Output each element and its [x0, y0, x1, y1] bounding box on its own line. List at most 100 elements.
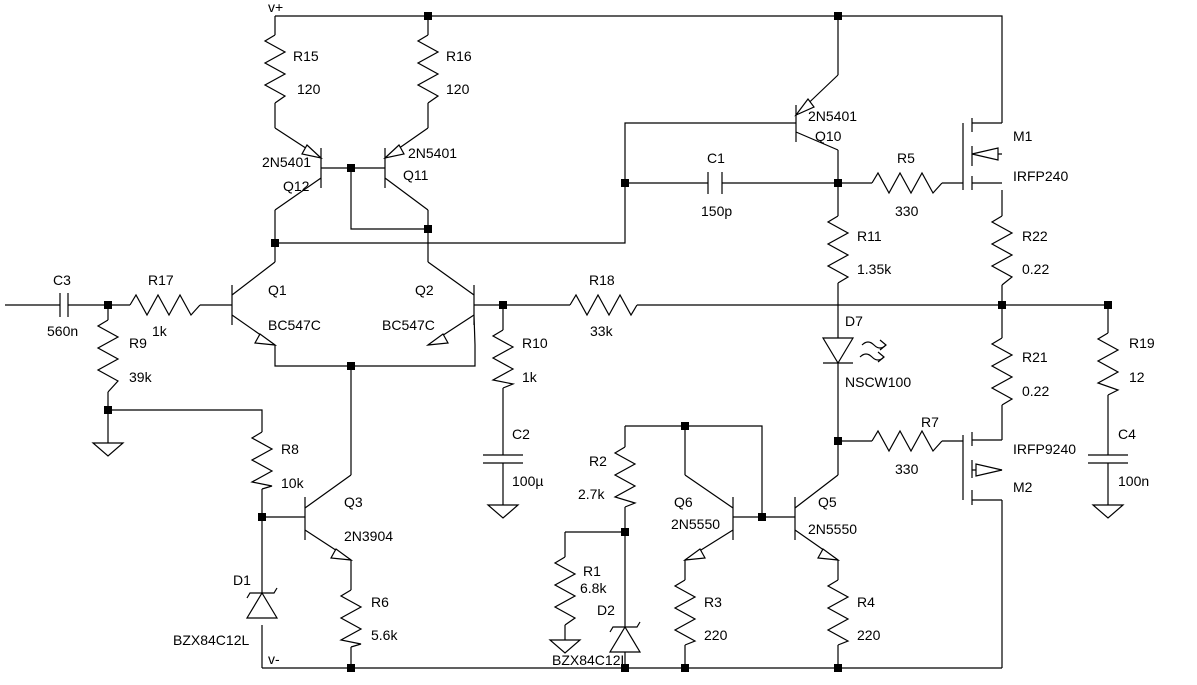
capacitor-c4: C4 100n [1088, 426, 1149, 489]
c3-ref: C3 [53, 272, 71, 288]
r10-ref: R10 [522, 335, 548, 351]
c1-ref: C1 [707, 150, 725, 166]
transistor-q11: 2N5401 Q11 [383, 127, 457, 211]
q5-ref: Q5 [818, 494, 837, 510]
transistor-q5: Q5 2N5550 [794, 474, 857, 561]
q2-model: BC547C [382, 317, 435, 333]
resistor-r16: R16 120 [416, 34, 472, 104]
r5-ref: R5 [897, 150, 915, 166]
capacitor-c1: C1 150p [701, 150, 732, 219]
resistor-r8: R8 10k [250, 431, 305, 491]
q10-model: 2N5401 [808, 108, 857, 124]
resistor-r21: R21 0.22 [990, 337, 1049, 406]
q1-model: BC547C [268, 317, 321, 333]
r16-value: 120 [446, 81, 470, 97]
resistor-r2: R2 2.7k [578, 446, 637, 508]
m1-model: IRFP240 [1013, 168, 1068, 184]
capacitor-c3: C3 560n [47, 272, 78, 339]
r2-value: 2.7k [578, 486, 605, 502]
wires [5, 15, 1109, 669]
q6-ref: Q6 [674, 494, 693, 510]
q10-ref: Q10 [815, 128, 842, 144]
r11-ref: R11 [857, 228, 882, 244]
r3-value: 220 [704, 627, 728, 643]
r1-ref: R1 [583, 563, 601, 579]
led-d7: D7 NSCW100 [821, 313, 911, 390]
q3-model: 2N3904 [344, 528, 393, 544]
resistor-r17: R17 1k [129, 272, 201, 339]
transistor-q3: Q3 2N3904 [304, 474, 393, 561]
d7-ref: D7 [845, 313, 863, 329]
q12-model: 2N5401 [262, 154, 311, 170]
resistor-r18: R18 33k [569, 272, 638, 339]
q11-ref: Q11 [403, 167, 429, 183]
r8-ref: R8 [281, 441, 299, 457]
r6-value: 5.6k [371, 627, 398, 643]
resistor-r15: R15 120 [263, 34, 321, 104]
r1-value: 6.8k [580, 580, 607, 596]
c1-value: 150p [701, 203, 732, 219]
r22-value: 0.22 [1022, 261, 1049, 277]
d2-ref: D2 [597, 602, 615, 618]
resistor-r11: R11 1.35k [826, 215, 892, 284]
resistor-r3: R3 220 [673, 579, 728, 646]
resistor-r5: R5 330 [871, 150, 943, 219]
mosfet-m2: IRFP9240 M2 [962, 432, 1076, 505]
c4-value: 100n [1118, 473, 1149, 489]
zener-d2: D2 BZX84C12L [552, 602, 642, 668]
c3-value: 560n [47, 323, 78, 339]
m2-ref: M2 [1013, 479, 1033, 495]
r2-ref: R2 [589, 453, 607, 469]
capacitor-c2: C2 100µ [483, 426, 543, 489]
r19-value: 12 [1129, 369, 1145, 385]
r9-value: 39k [129, 369, 153, 385]
r18-value: 33k [590, 323, 614, 339]
m2-model: IRFP9240 [1013, 441, 1076, 457]
r6-ref: R6 [371, 594, 389, 610]
r9-ref: R9 [129, 335, 147, 351]
mosfet-m1: M1 IRFP240 [962, 118, 1068, 190]
resistor-r7: R7 330 [871, 414, 943, 477]
transistor-q10: 2N5401 Q10 [794, 74, 857, 151]
positive-rail-label: v+ [268, 0, 283, 15]
zener-d1: D1 BZX84C12L [173, 572, 279, 648]
r15-value: 120 [297, 81, 321, 97]
r5-value: 330 [895, 203, 919, 219]
r7-value: 330 [895, 461, 919, 477]
q12-ref: Q12 [283, 178, 310, 194]
c4-ref: C4 [1118, 426, 1136, 442]
q6-model: 2N5550 [671, 516, 720, 532]
transistor-q12: 2N5401 Q12 [262, 127, 323, 211]
q11-model: 2N5401 [408, 145, 457, 161]
resistor-r9: R9 39k [96, 319, 153, 393]
resistor-r19: R19 12 [1096, 332, 1155, 396]
c2-value: 100µ [512, 473, 543, 489]
r21-value: 0.22 [1022, 383, 1049, 399]
resistor-r22: R22 0.22 [990, 215, 1049, 286]
resistor-r4: R4 220 [826, 579, 881, 646]
r21-ref: R21 [1022, 349, 1048, 365]
r8-value: 10k [281, 475, 305, 491]
q1-ref: Q1 [268, 282, 287, 298]
r10-value: 1k [522, 369, 538, 385]
d1-ref: D1 [233, 572, 251, 588]
d1-model: BZX84C12L [173, 632, 249, 648]
r17-value: 1k [152, 323, 168, 339]
r22-ref: R22 [1022, 228, 1048, 244]
r17-ref: R17 [148, 272, 174, 288]
ground-symbols [91, 442, 1125, 654]
r15-ref: R15 [293, 48, 319, 64]
r4-value: 220 [857, 627, 881, 643]
transistor-q6: Q6 2N5550 [671, 474, 734, 561]
q2-ref: Q2 [415, 282, 434, 298]
transistor-q1: Q1 BC547C [231, 261, 321, 346]
r7-ref: R7 [921, 414, 939, 430]
negative-rail-label: v- [268, 651, 280, 667]
d2-model: BZX84C12L [552, 652, 628, 668]
r3-ref: R3 [704, 594, 722, 610]
r11-value: 1.35k [857, 261, 892, 277]
r19-ref: R19 [1129, 335, 1155, 351]
junction-nodes [104, 12, 1112, 672]
r16-ref: R16 [446, 48, 472, 64]
